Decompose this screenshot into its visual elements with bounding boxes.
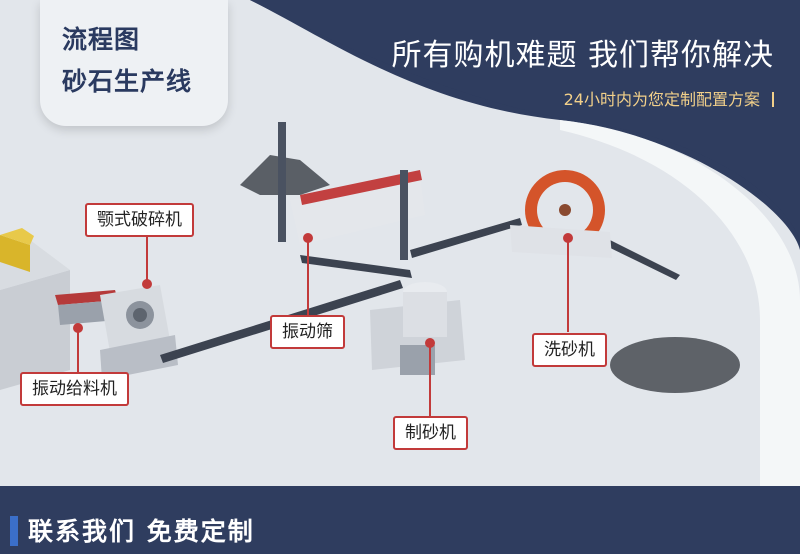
- subline-text: 24小时内为您定制配置方案: [563, 90, 760, 109]
- footer-accent-bar: [10, 516, 18, 546]
- vibrating-screen-machine: [278, 122, 425, 260]
- label-sand-washer: 洗砂机: [532, 333, 607, 367]
- badge-title: 流程图: [62, 25, 141, 54]
- subline: 24小时内为您定制配置方案: [564, 86, 774, 110]
- contact-cta[interactable]: 联系我们 免费定制: [28, 517, 255, 546]
- label-vibrating-screen: 振动筛: [270, 315, 345, 349]
- headline: 所有购机难题 我们帮你解决: [391, 38, 774, 73]
- badge-subtitle: 砂石生产线: [62, 67, 193, 96]
- callout-lines: [73, 233, 573, 418]
- label-sand-maker: 制砂机: [393, 416, 468, 450]
- jaw-crusher-machine: [100, 285, 178, 380]
- label-jaw-crusher: 颚式破碎机: [85, 203, 194, 237]
- truck-icon: [0, 228, 34, 272]
- sand-pile: [610, 337, 740, 393]
- sand-washer-machine: [510, 170, 612, 258]
- flowchart-badge: 流程图 砂石生产线: [40, 0, 228, 126]
- footer: 联系我们 免费定制: [0, 504, 800, 554]
- label-vibrating-feeder: 振动给料机: [20, 372, 129, 406]
- subline-divider: [772, 92, 774, 107]
